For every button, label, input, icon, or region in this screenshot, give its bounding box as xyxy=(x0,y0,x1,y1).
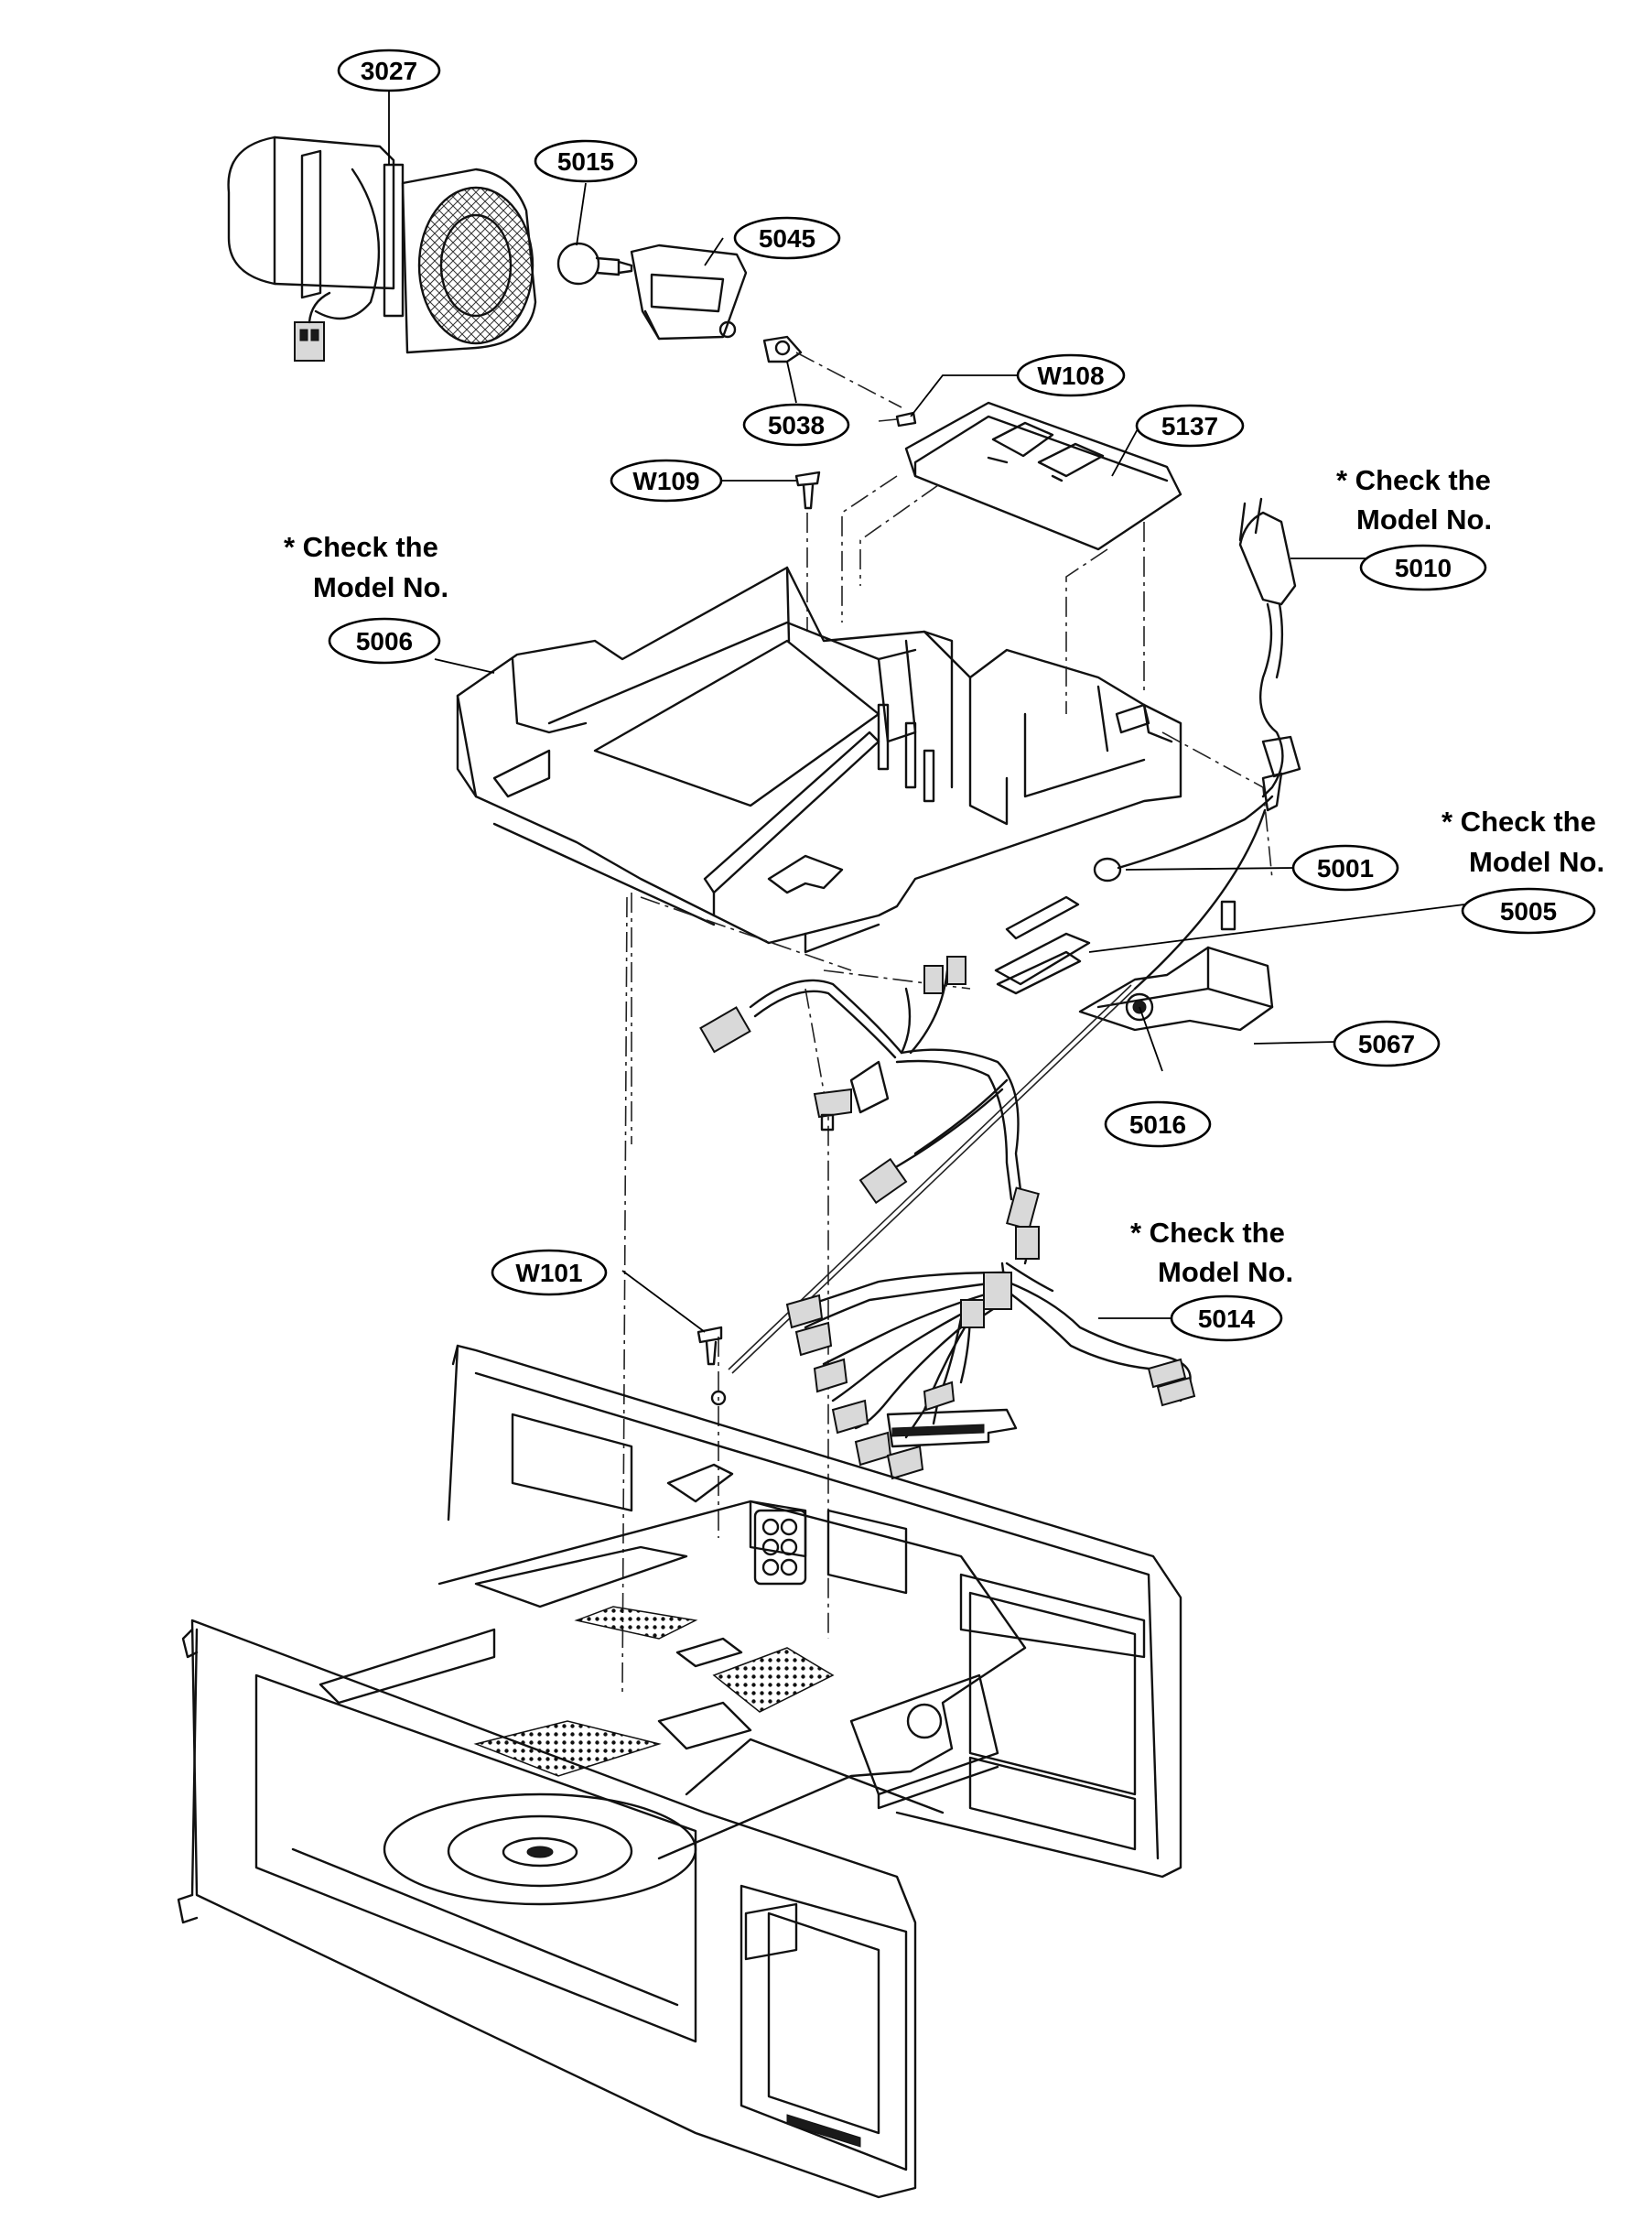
callout-label: 5045 xyxy=(759,224,815,253)
callout-W108: W108 xyxy=(1016,353,1126,397)
callout-label: 5038 xyxy=(768,411,825,439)
note-line-2: Model No. xyxy=(313,571,448,603)
alignment-lines xyxy=(621,475,1273,1695)
callout-label: 5015 xyxy=(557,147,614,176)
callout-label: 5067 xyxy=(1358,1030,1415,1058)
callout-label: 5006 xyxy=(356,627,413,655)
callout-5014: 5014 xyxy=(1170,1294,1283,1342)
fan-motor-assembly xyxy=(227,135,537,362)
callout-5137: 5137 xyxy=(1135,404,1245,448)
callout-label: 5016 xyxy=(1129,1110,1186,1139)
callout-label: W108 xyxy=(1037,362,1104,390)
callout-5067: 5067 xyxy=(1333,1020,1441,1067)
callout-label: 5137 xyxy=(1161,412,1218,440)
callout-W109: W109 xyxy=(610,459,723,503)
callout-5038: 5038 xyxy=(742,403,850,447)
note-line-1: * Check the xyxy=(1441,806,1596,838)
callout-label: 5014 xyxy=(1198,1305,1256,1333)
model-note-5005: * Check the Model No. xyxy=(1441,806,1604,878)
oven-cavity-chassis xyxy=(177,1344,1182,2199)
screw-w101 xyxy=(696,1326,727,1406)
model-note-5006: * Check the Model No. xyxy=(284,531,448,603)
note-line-2: Model No. xyxy=(1356,504,1492,536)
plate-and-screw xyxy=(878,401,1182,551)
callout-5015: 5015 xyxy=(534,139,638,183)
callout-5045: 5045 xyxy=(733,216,841,260)
callout-5010: 5010 xyxy=(1359,544,1487,591)
callout-label: 5005 xyxy=(1500,897,1557,926)
callout-label: 5010 xyxy=(1395,554,1452,582)
callout-5005: 5005 xyxy=(1461,887,1596,935)
callout-label: W109 xyxy=(632,467,699,495)
callout-3027: 3027 xyxy=(337,49,441,92)
model-note-5014: * Check the Model No. xyxy=(1130,1217,1293,1288)
control-box-tray xyxy=(456,566,1182,954)
model-note-5010: * Check the Model No. xyxy=(1336,464,1492,536)
note-line-1: * Check the xyxy=(284,531,438,563)
callout-W101: W101 xyxy=(491,1249,608,1296)
callout-5006: 5006 xyxy=(328,617,441,665)
wire-harness xyxy=(699,956,1196,1480)
callout-5001: 5001 xyxy=(1291,844,1399,892)
note-line-1: * Check the xyxy=(1130,1217,1285,1249)
callout-label: 3027 xyxy=(361,57,417,85)
callout-label: 5001 xyxy=(1317,854,1374,883)
note-line-2: Model No. xyxy=(1158,1256,1293,1288)
leader-lines xyxy=(388,92,1465,1333)
callout-label: W101 xyxy=(515,1259,582,1287)
note-line-2: Model No. xyxy=(1469,846,1604,878)
lamp-and-socket xyxy=(556,242,902,408)
screw-w109 xyxy=(794,471,821,632)
callout-5016: 5016 xyxy=(1104,1100,1212,1148)
note-line-1: * Check the xyxy=(1336,464,1491,496)
